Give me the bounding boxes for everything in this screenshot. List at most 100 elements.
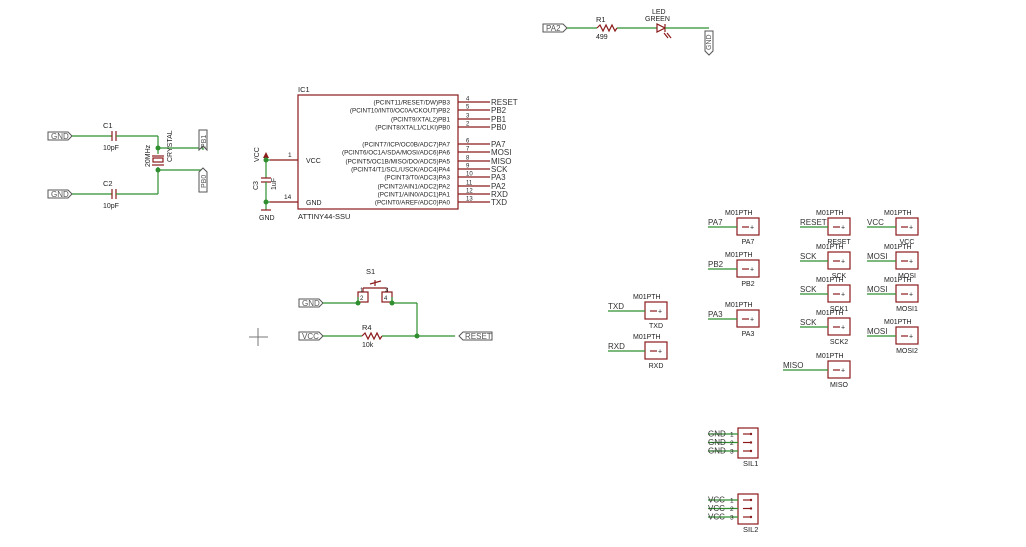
ic1-pin-desc: (PCINT4/T1/SCL/USCK/ADC4)PA4 [351,167,450,174]
s1-pin-2: 2 [360,296,364,302]
r1-value: 499 [596,34,608,41]
header-name: RXD [649,363,664,370]
header-value: M01PTH [816,210,844,217]
crystal-value: 20MHz [145,144,152,167]
net-flag-reset [458,331,493,341]
header-pin-mark: + [909,292,913,299]
net-flag-reset-label: RESET [465,332,492,341]
gnd-flag-led [704,30,714,56]
header-net-label: SCK [800,318,817,327]
net-flag-pb1-label: PB1 [201,135,208,148]
header-name: MOSI [898,273,916,280]
capacitor-c3-circuit: VCC C3 1uF GND [253,147,278,222]
ic1-pin-net: PB1 [491,115,507,124]
header-value: M01PTH [884,319,912,326]
net-flag-pb1 [198,129,208,152]
header-name: SCK2 [830,339,848,346]
junction [355,300,361,306]
header-name: PB2 [741,281,754,288]
connector-net-label: GND [708,430,726,439]
gnd-flag-c2-label: GND [51,190,69,199]
crystal-circuit: GND C1 10pF GND C2 10pF 20MHz CRYSTAL PB… [47,121,208,210]
header-net-label: PA7 [708,218,723,227]
ic1-pin-desc: (PCINT5/OC1B/MISO/DO/ADC5)PA5 [345,159,450,166]
gnd-flag-s1-label: GND [302,299,320,308]
header-name: SCK [832,273,847,280]
r1-name: R1 [596,15,606,24]
connector-pin-number: 3 [730,449,734,456]
header-name: PA3 [742,331,755,338]
resistor-r1[interactable] [596,23,618,33]
resistor-r4[interactable] [361,331,383,341]
connector-pin-number: 2 [730,506,734,513]
ic1-pin-number: 6 [466,139,470,145]
led-diode[interactable] [656,23,667,33]
led-circuit: PA2 R1 499 LED GREEN GND [542,9,714,56]
connector-net-label: VCC [708,496,725,505]
ic1-pin-net: PA2 [491,182,506,191]
connector-pin-number: 3 [730,515,734,522]
header-net-label: MOSI [867,252,887,261]
gnd-flag-c1-label: GND [51,132,69,141]
ic1-pin-net: PB0 [491,123,507,132]
header-pin-mark: + [750,317,754,324]
ic1-pin-net: RESET [491,98,518,107]
c3-value: 1uF [271,178,278,190]
header-mosi2[interactable]: + M01PTH MOSI2 MOSI [867,319,919,355]
ic1-pin-net: PB2 [491,106,507,115]
ic1-pin-net: RXD [491,190,508,199]
ic1-pin-net: MOSI [491,148,511,157]
header-net-label: MOSI [867,285,887,294]
header-name: MISO [830,382,848,389]
header-net-label: RXD [608,342,625,351]
header-pin-mark: + [750,267,754,274]
ic1-pin-number: 2 [466,122,470,128]
ic1-pin-desc: (PCINT3/T0/ADC3)PA3 [384,175,450,182]
connector-net-label: VCC [708,504,725,513]
led-color: GREEN [645,16,670,23]
ic1-pin-desc: (PCINT9/XTAL2)PB1 [391,117,451,124]
ic1-attiny44[interactable]: IC1 ATTINY44-SSU VCC GND 1 14 (PCINT11/R… [270,85,518,221]
s1-name: S1 [366,267,375,276]
header-pin-mark: + [841,225,845,232]
c1-value: 10pF [103,145,119,152]
gnd-flag-c2 [47,189,73,199]
c2-value: 10pF [103,203,119,210]
connector-pin-dot [749,432,753,436]
ic1-value: ATTINY44-SSU [298,212,350,221]
connector-net-label: GND [708,447,726,456]
s1-pin-3: 3 [385,288,389,294]
net-flag-pb0 [198,167,208,193]
junction [155,167,161,173]
header-net-label: MOSI [867,327,887,336]
c3-name: C3 [253,181,260,190]
header-pin-mark: + [750,225,754,232]
header-pin-mark: + [909,334,913,341]
ic1-pin-number: 7 [466,147,470,153]
header-value: M01PTH [816,277,844,284]
ic1-pin-net: PA7 [491,140,506,149]
gnd-flag-s1 [298,298,324,308]
header-name: MOSI2 [896,348,918,355]
header-value: M01PTH [816,353,844,360]
header-value: M01PTH [633,294,661,301]
connector-pin-dot [749,515,753,519]
gnd-flag-c1 [47,131,73,141]
header-pin-mark: + [909,259,913,266]
